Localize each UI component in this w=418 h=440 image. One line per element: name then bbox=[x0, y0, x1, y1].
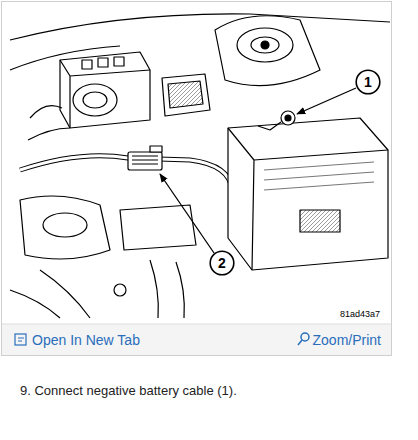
step-text: 9. Connect negative battery cable (1). bbox=[20, 383, 237, 399]
callout-circle: 2 bbox=[209, 250, 235, 276]
leader-lines bbox=[160, 88, 356, 253]
link-text: Open In New Tab bbox=[32, 332, 140, 349]
callout-number: 1 bbox=[364, 75, 372, 89]
callout-ring bbox=[356, 70, 380, 94]
link-text: Zoom/Print bbox=[313, 332, 381, 349]
callout-circle: 1 bbox=[355, 69, 381, 95]
zoom-icon bbox=[298, 333, 309, 345]
callout-ring bbox=[210, 251, 234, 275]
new-tab-icon bbox=[15, 334, 26, 345]
callout-number: 2 bbox=[218, 256, 226, 270]
figure-code: 81ad43a7 bbox=[340, 309, 380, 320]
